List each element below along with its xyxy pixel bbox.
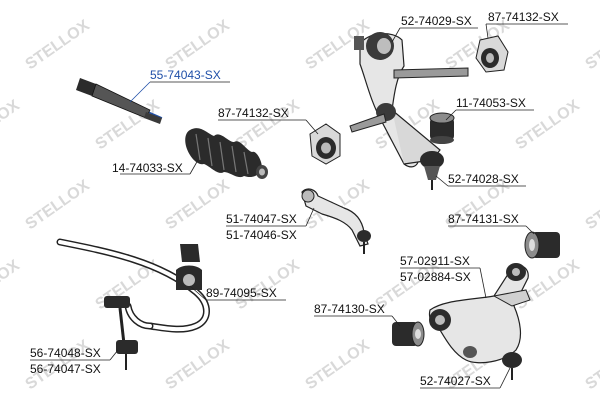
- label-57-02884[interactable]: 57-02884-SX: [400, 270, 471, 284]
- stabilizer-bush-part[interactable]: [176, 244, 202, 290]
- label-87-74131[interactable]: 87-74131-SX: [448, 212, 519, 226]
- upper-bush-right-part[interactable]: [475, 35, 509, 73]
- steering-boot-part[interactable]: [185, 128, 268, 179]
- lower-arm-part[interactable]: [428, 263, 531, 364]
- tie-rod-part[interactable]: [76, 78, 163, 124]
- label-56-74048[interactable]: 56-74048-SX: [30, 346, 101, 360]
- upper-arm-part[interactable]: [349, 32, 469, 168]
- shaft-bush-part[interactable]: [429, 112, 455, 144]
- label-52-74029[interactable]: 52-74029-SX: [401, 14, 472, 28]
- label-51-74047[interactable]: 51-74047-SX: [226, 212, 297, 226]
- leader-lines: [30, 23, 568, 389]
- label-87-74132-mid[interactable]: 87-74132-SX: [218, 106, 289, 120]
- lower-ball-joint-part[interactable]: [502, 352, 522, 380]
- label-51-74046[interactable]: 51-74046-SX: [226, 228, 297, 242]
- label-52-74027[interactable]: 52-74027-SX: [420, 374, 491, 388]
- lower-bush-left-part[interactable]: [392, 321, 425, 347]
- label-87-74130[interactable]: 87-74130-SX: [314, 302, 385, 316]
- stabilizer-link-part[interactable]: [104, 296, 138, 370]
- label-11-74053[interactable]: 11-74053-SX: [456, 96, 526, 110]
- label-57-02911[interactable]: 57-02911-SX: [400, 254, 470, 268]
- label-87-74132-right[interactable]: 87-74132-SX: [488, 10, 559, 24]
- label-14-74033[interactable]: 14-74033-SX: [112, 161, 183, 175]
- lower-bush-right-part[interactable]: [524, 231, 560, 259]
- label-52-74028[interactable]: 52-74028-SX: [448, 172, 519, 186]
- label-89-74095[interactable]: 89-74095-SX: [206, 286, 277, 300]
- upper-ball-joint-part[interactable]: [420, 151, 444, 190]
- label-56-74047[interactable]: 56-74047-SX: [30, 362, 101, 376]
- label-55-74043[interactable]: 55-74043-SX: [150, 68, 221, 82]
- idler-arm-part[interactable]: [301, 188, 371, 254]
- stabilizer-bar-part[interactable]: [56, 238, 210, 333]
